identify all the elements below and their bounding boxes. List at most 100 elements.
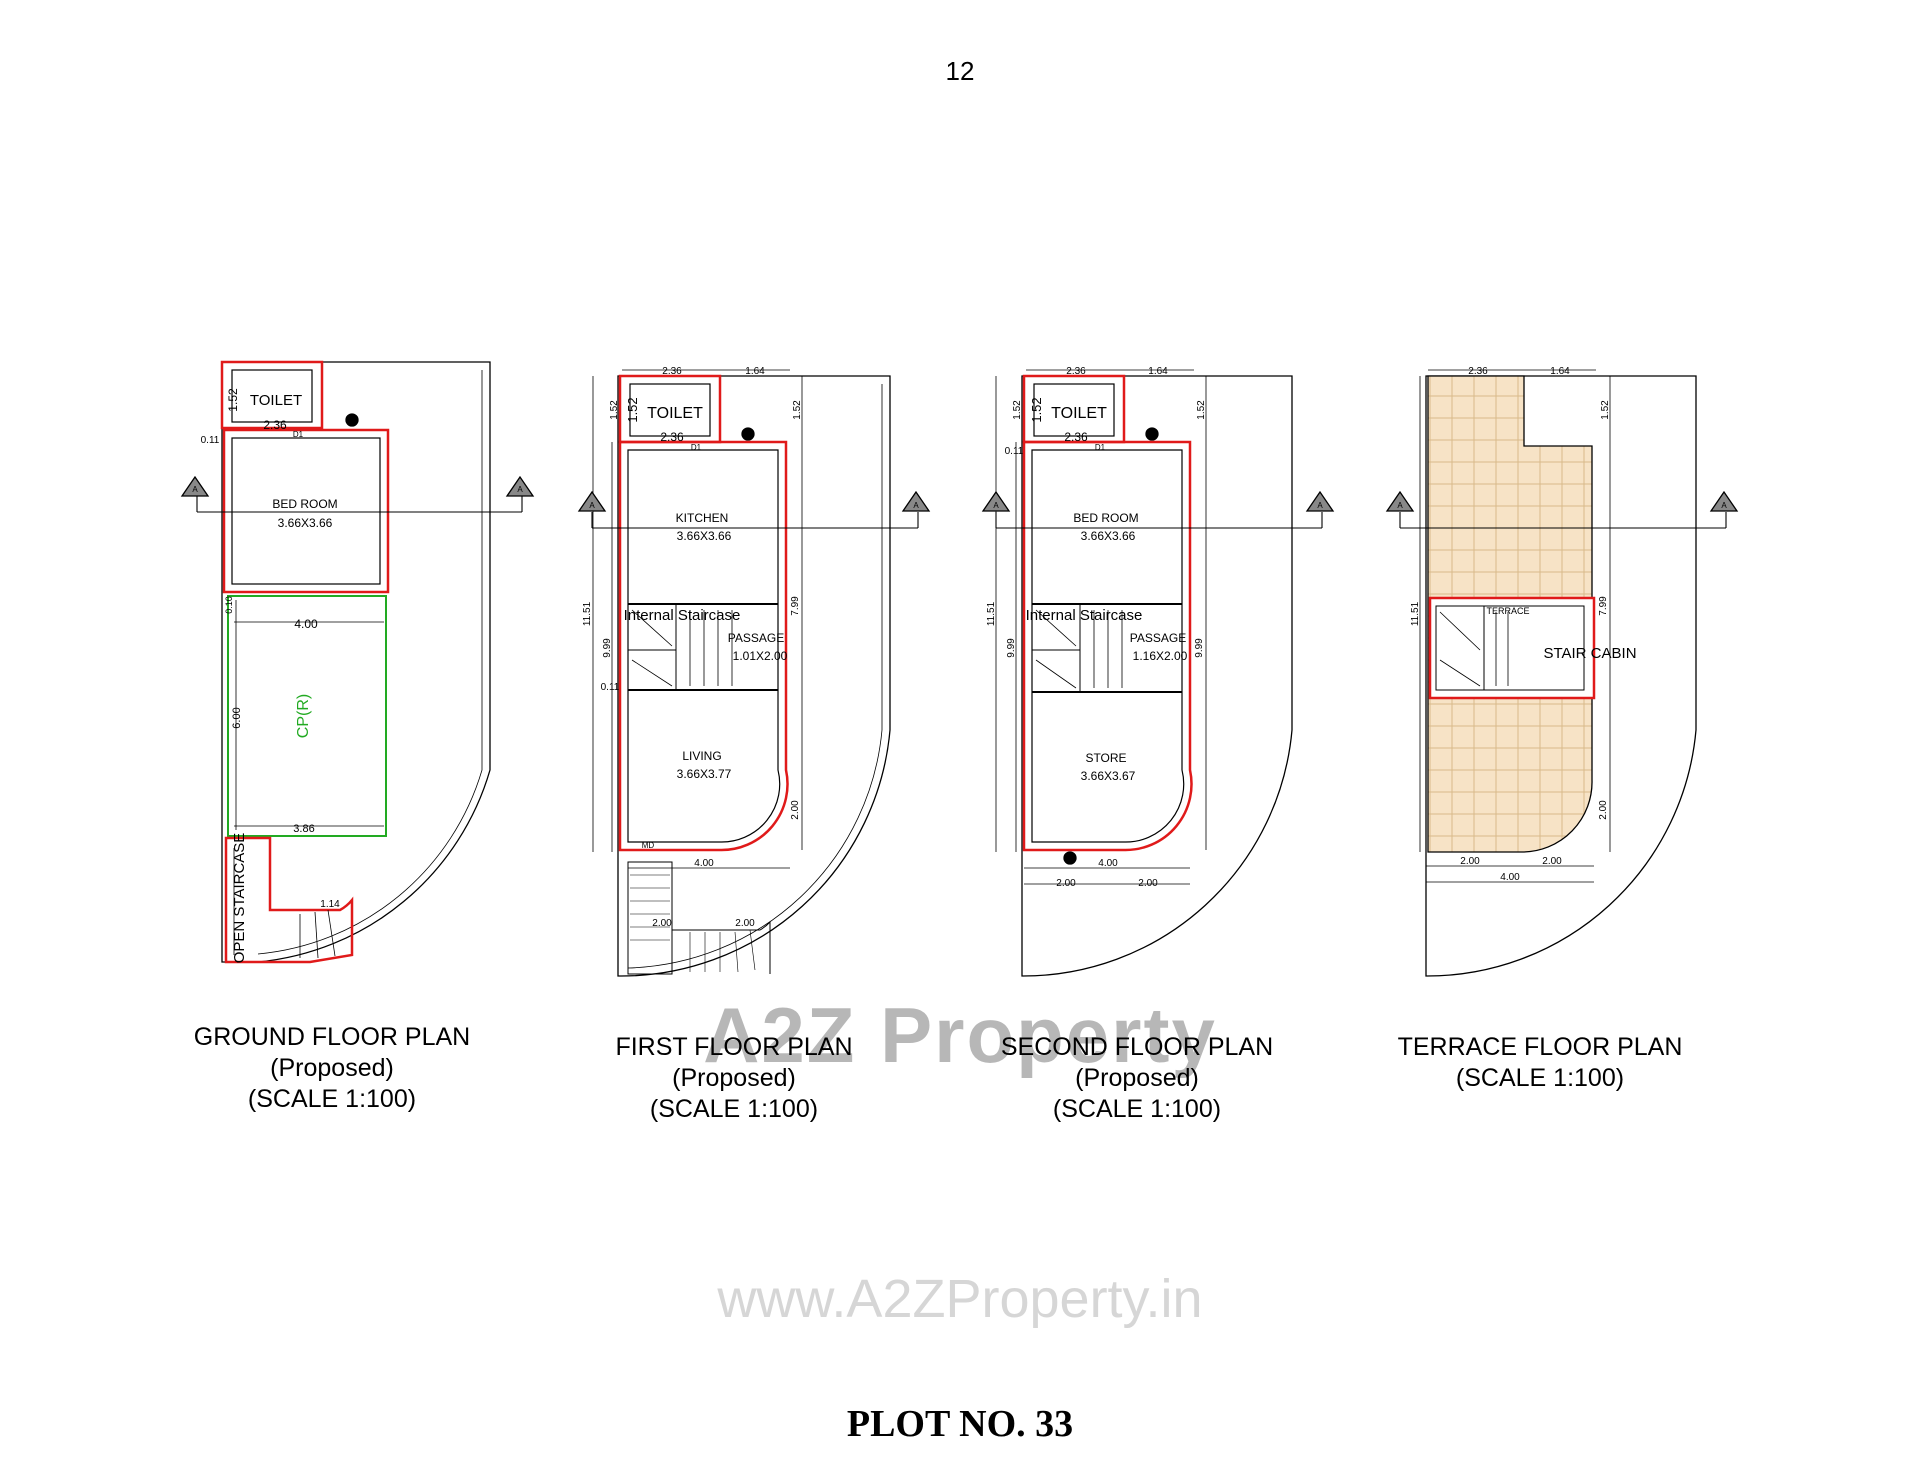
first-toilet-height-left: 1.52	[609, 400, 620, 420]
second-bottom-b: 2.00	[1138, 878, 1158, 889]
first-bottom-width: 4.00	[694, 858, 714, 869]
first-top-dim-a: 2.36	[662, 366, 682, 377]
terrace-floor-scale: (SCALE 1:100)	[1455, 1064, 1625, 1092]
second-section-mark-left: A	[993, 501, 999, 510]
ground-floor-title: GROUND FLOOR PLAN	[193, 1023, 471, 1051]
ground-bedroom-size: 3.66X3.66	[278, 516, 333, 530]
ground-toilet-width: 2.36	[263, 418, 287, 432]
first-toilet-width: 2.36	[660, 430, 684, 444]
first-right-height: 1.52	[792, 400, 803, 420]
first-kitchen-label: KITCHEN	[676, 511, 729, 525]
ground-parking-label: CP(R)	[295, 694, 312, 738]
first-top-dim-b: 1.64	[745, 366, 765, 377]
first-md: MD	[642, 841, 655, 850]
first-passage-label: PASSAGE	[728, 631, 784, 645]
terrace-right-height: 1.52	[1600, 400, 1611, 420]
first-toilet-height: 1.52	[625, 397, 640, 422]
plot-boundary-inner	[257, 370, 483, 955]
stair-cabin	[1428, 596, 1596, 700]
second-inner-height: 9.99	[1006, 638, 1017, 658]
first-floor-scale: (SCALE 1:100)	[649, 1095, 819, 1123]
ground-d1: D1	[293, 430, 304, 439]
plot-boundary-inner	[627, 384, 883, 969]
page-number: 12	[945, 56, 975, 86]
second-wall-dim: 0.11	[1005, 446, 1024, 457]
terrace-section-mark-left: A	[1397, 501, 1403, 510]
first-inner-height: 9.99	[602, 638, 613, 658]
second-floor-title-block: SECOND FLOOR PLAN (Proposed) (SCALE 1:10…	[957, 1032, 1317, 1125]
bedroom-room	[222, 428, 390, 594]
ground-parking-width2: 3.86	[293, 823, 314, 835]
terrace-bottom-width: 4.00	[1500, 872, 1520, 883]
terrace-floor-labels: 2.36 1.64 1.52 11.51 7.99 2.00 TERRACE S…	[1397, 366, 1727, 883]
terrace-label: TERRACE	[1486, 606, 1529, 616]
ground-floor-subtitle: (Proposed)	[270, 1054, 394, 1082]
second-overall-height: 11.51	[986, 601, 997, 626]
terrace-floor-plan	[1385, 369, 1739, 977]
second-bottom-width: 4.00	[1098, 858, 1118, 869]
first-section-mark-left: A	[589, 501, 595, 510]
first-passage-size: 1.01X2.00	[733, 649, 788, 663]
first-section-mark-right: A	[913, 501, 919, 510]
ground-wall-dim: 0.11	[201, 435, 220, 446]
terrace-overall-height: 11.51	[1410, 601, 1421, 626]
first-right-mid: 7.99	[790, 596, 801, 616]
terrace-top-dim-b: 1.64	[1550, 366, 1570, 377]
ground-parking-width: 4.00	[294, 617, 318, 631]
first-living-size: 3.66X3.77	[677, 767, 732, 781]
ground-stair-label: OPEN STAIRCASE	[231, 833, 248, 964]
terrace-section-mark-right: A	[1721, 501, 1727, 510]
second-floor-title: SECOND FLOOR PLAN	[1000, 1033, 1274, 1061]
first-floor-title: FIRST FLOOR PLAN	[615, 1033, 853, 1061]
second-store-size: 3.66X3.67	[1081, 769, 1136, 783]
terrace-top-dim-a: 2.36	[1468, 366, 1488, 377]
first-overall-height: 11.51	[582, 601, 593, 626]
second-bottom-a: 2.00	[1056, 878, 1076, 889]
open-staircase	[224, 836, 354, 964]
building-outline	[1022, 440, 1193, 852]
ground-floor-scale: (SCALE 1:100)	[247, 1085, 417, 1113]
second-right-height: 1.52	[1196, 400, 1207, 420]
second-floor-scale: (SCALE 1:100)	[1052, 1095, 1222, 1123]
terrace-bottom-a: 2.00	[1460, 856, 1480, 867]
second-top-dim-b: 1.64	[1148, 366, 1168, 377]
second-right-inner: 9.99	[1194, 638, 1205, 658]
ground-floor-plan	[180, 360, 535, 964]
plot-boundary	[221, 361, 491, 963]
ground-toilet-height: 1.52	[226, 388, 240, 412]
first-floor-plan	[577, 369, 931, 977]
terrace-right-mid: 7.99	[1598, 596, 1609, 616]
plot-boundary	[617, 375, 891, 977]
ground-bedroom-label: BED ROOM	[272, 497, 337, 511]
second-toilet-height: 1.52	[1029, 397, 1044, 422]
second-toilet-label: TOILET	[1051, 405, 1107, 422]
second-toilet-width: 2.36	[1064, 430, 1088, 444]
plot-boundary	[1425, 375, 1697, 977]
plot-title: PLOT NO. 33	[846, 1403, 1074, 1445]
first-right-low: 2.00	[790, 800, 801, 820]
first-stair-dim-a: 2.00	[652, 918, 672, 929]
terrace-floor-title: TERRACE FLOOR PLAN	[1397, 1033, 1683, 1061]
second-floor-plan	[981, 369, 1335, 977]
second-top-dim-a: 2.36	[1066, 366, 1086, 377]
ground-wall2-dim: 0.10	[224, 596, 234, 614]
ground-stair-width: 1.14	[320, 899, 340, 910]
second-section-mark-right: A	[1317, 501, 1323, 510]
first-stair-label: Internal Staircase	[624, 607, 741, 624]
second-d1: D1	[1095, 443, 1106, 452]
first-wall-dim: 0.11	[601, 682, 620, 693]
second-bedroom-size: 3.66X3.66	[1081, 529, 1136, 543]
second-store-label: STORE	[1085, 751, 1126, 765]
ground-toilet-label: TOILET	[250, 392, 302, 409]
first-toilet-label: TOILET	[647, 405, 703, 422]
ground-section-mark-right: A	[517, 485, 523, 494]
second-stair-label: Internal Staircase	[1026, 607, 1143, 624]
first-d1: D1	[691, 443, 702, 452]
first-floor-title-block: FIRST FLOOR PLAN (Proposed) (SCALE 1:100…	[554, 1032, 914, 1125]
ground-floor-title-block: GROUND FLOOR PLAN (Proposed) (SCALE 1:10…	[152, 1022, 512, 1115]
terrace-stair-cabin-label: STAIR CABIN	[1543, 645, 1636, 662]
plot-boundary	[1021, 375, 1293, 977]
ground-parking-height: 6.00	[231, 707, 243, 728]
car-parking-area	[227, 595, 387, 837]
